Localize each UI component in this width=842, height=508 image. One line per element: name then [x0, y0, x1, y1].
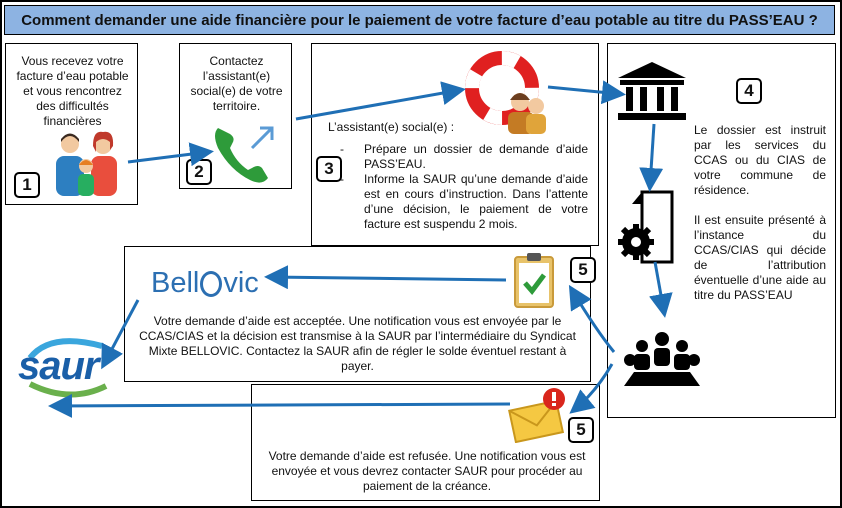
step3-intro: L’assistant(e) social(e) : [328, 120, 455, 134]
step1-number-badge: 1 [14, 172, 40, 198]
step4-text-instruction: Le dossier est instruit par les services… [694, 123, 826, 197]
bellovic-logo-text-a: Bell [151, 267, 200, 299]
lifebuoy-social-worker-icon [465, 51, 546, 134]
arrow-step1-to-step2 [127, 142, 214, 167]
arrow-step2-to-step3 [295, 81, 466, 121]
step4-box: 4 Le dossier est instruit par les servic… [607, 43, 836, 418]
step4-number-badge: 4 [736, 78, 762, 104]
step5-refused-text: Votre demande d’aide est refusée. Une no… [268, 449, 586, 493]
step5-refused-number-badge: 5 [568, 417, 594, 443]
step5-accepted-text: Votre demande d’aide est acceptée. Une n… [139, 314, 576, 373]
arrow-meeting-to-accepted [568, 284, 616, 353]
diagram-title: Comment demander une aide financière pou… [4, 5, 835, 35]
saur-logo: saur [10, 336, 120, 402]
mail-alert-icon [508, 388, 565, 443]
step3-item: Prépare un dossier de demande d’aide PAS… [338, 142, 588, 172]
step1-box: Vous recevez votre facture d’eau potable… [5, 43, 138, 205]
step5-accepted-number-badge: 5 [570, 257, 596, 283]
arrow-accepted-to-bellovic [264, 265, 507, 290]
step3-number-badge: 3 [316, 156, 342, 182]
arrow-document-to-meeting [649, 261, 673, 318]
step2-box: Contactez l’assistant(e) social(e) de vo… [179, 43, 292, 189]
meeting-icon [624, 332, 700, 386]
step2-text: Contactez l’assistant(e) social(e) de vo… [190, 54, 283, 113]
institution-building-icon [618, 62, 686, 120]
checklist-icon [514, 253, 554, 308]
step1-text: Vous recevez votre facture d’eau potable… [16, 54, 129, 128]
arrow-meeting-to-refused [569, 363, 614, 414]
arrow-step3-to-step4 [547, 80, 626, 105]
bellovic-logo-text-b: vic [223, 267, 259, 299]
document-gear-icon [618, 190, 674, 264]
saur-logo-text: saur [18, 344, 99, 388]
step3-list: Prépare un dossier de demande d’aide PAS… [338, 142, 588, 232]
phone-icon [215, 126, 274, 183]
step4-text-decision: Il est ensuite présenté à l’instance du … [694, 213, 826, 302]
arrow-building-to-document [639, 123, 664, 192]
arrow-refused-to-saur [48, 393, 511, 418]
arrow-bellovic-to-saur [101, 299, 140, 370]
family-icon [56, 131, 117, 196]
step3-box: L’assistant(e) social(e) : Prépare un do… [311, 43, 599, 246]
step3-item: Informe la SAUR qu’une demande d’aide es… [338, 172, 588, 232]
